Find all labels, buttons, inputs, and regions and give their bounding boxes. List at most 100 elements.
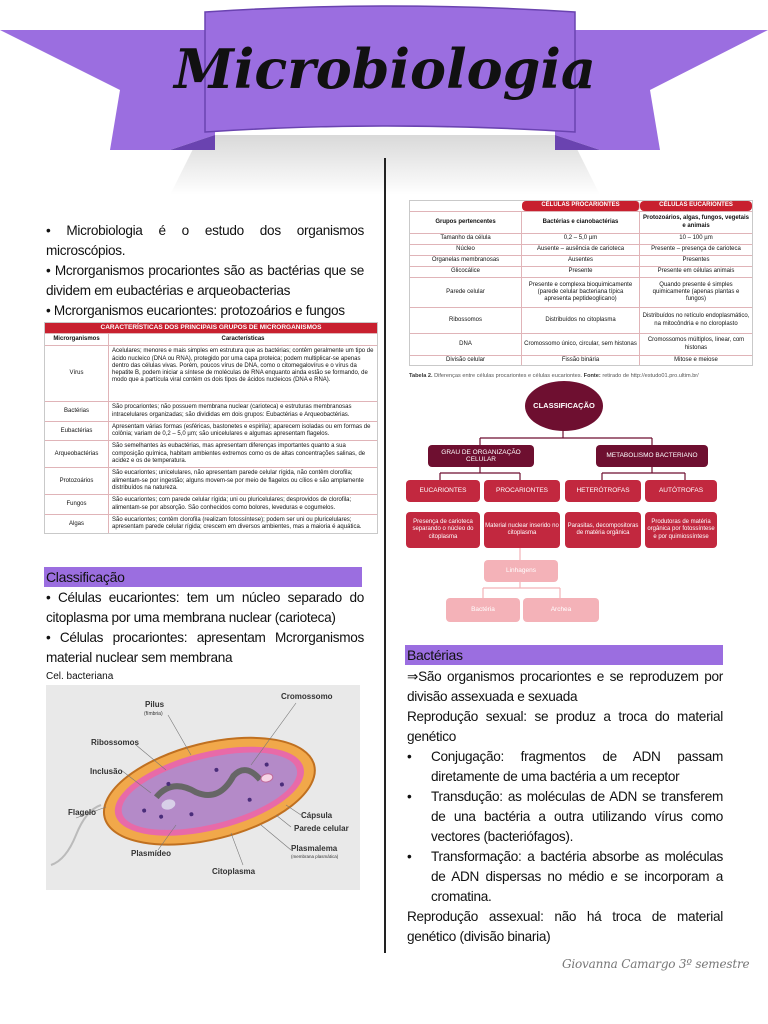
classificacao-line: • Células procariontes: apresentam Mcror… bbox=[46, 630, 364, 665]
table-caption: Tabela 2. Diferenças entre células proca… bbox=[409, 373, 699, 379]
page-title: Microbiologia bbox=[172, 37, 596, 101]
row-name: Fungos bbox=[45, 495, 109, 514]
cell: Distribuídos no retículo endoplasmático,… bbox=[642, 313, 750, 327]
label-plasmideo: Plasmídeo bbox=[131, 849, 171, 858]
author-signature: Giovanna Camargo 3º semestre bbox=[562, 957, 750, 971]
diagram-node-metabolismo: METABOLISMO BACTERIANO bbox=[596, 445, 708, 467]
table-row: Protozoários São eucariontes; unicelular… bbox=[45, 467, 377, 495]
table-row: Parede celular Presente e complexa bioqu… bbox=[410, 277, 752, 307]
table-title: CARACTERÍSTICAS DOS PRINCIPAIS GRUPOS DE… bbox=[45, 323, 377, 333]
label-flagelo: Flagelo bbox=[68, 808, 96, 817]
table-row: Vírus Acelulares; menores e mais simples… bbox=[45, 345, 377, 402]
table-row: Grupos pertencentes Bactérias e cianobac… bbox=[410, 211, 752, 233]
intro-text: • Microbiologia é o estudo dos organismo… bbox=[46, 221, 364, 321]
table-header-row: Microrganismos Características bbox=[45, 333, 377, 346]
row-desc: São procariontes; não possuem membrana n… bbox=[112, 404, 352, 418]
diagram-node-autotrofas: AUTÓTROFAS bbox=[645, 480, 717, 502]
row-desc: São eucariontes; com parede celular rígi… bbox=[112, 497, 352, 511]
diagram-desc-autotrofas: Produtoras de matéria orgânica por fotos… bbox=[645, 512, 717, 548]
cell: Quando presente é simples quimicamente (… bbox=[652, 281, 740, 303]
row-name: Vírus bbox=[45, 346, 109, 402]
cell: 10 – 100 µm bbox=[679, 235, 713, 242]
diagram-node-procariontes: PROCARIONTES bbox=[484, 480, 560, 502]
diagram-node-eucariontes: EUCARIONTES bbox=[406, 480, 480, 502]
row-label: DNA bbox=[410, 334, 522, 355]
diagram-node-grau: GRAU DE ORGANIZAÇÃO CELULAR bbox=[428, 445, 534, 467]
cell: Protozoários, algas, fungos, vegetais e … bbox=[642, 215, 750, 229]
cell: Bactérias e cianobactérias bbox=[522, 212, 640, 233]
row-name: Algas bbox=[45, 514, 109, 534]
diagram-desc-eucariontes: Presença de carioteca separando o núcleo… bbox=[406, 512, 480, 548]
row-desc: Acelulares; menores e mais simples em es… bbox=[112, 348, 374, 384]
title-banner: Microbiologia bbox=[0, 5, 768, 195]
label-cromossomo: Cromossomo bbox=[281, 692, 333, 701]
table-row: Bactérias São procariontes; não possuem … bbox=[45, 401, 377, 421]
bacterias-bullet: Conjugação: fragmentos de ADN passam dir… bbox=[407, 747, 723, 787]
cell: Cromossomos múltiplos, linear, com histo… bbox=[647, 337, 745, 351]
row-name: Protozoários bbox=[45, 468, 109, 495]
bacterias-text: ⇒São organismos procariontes e se reprod… bbox=[407, 667, 723, 947]
table-row: Tamanho da célula 0,2 – 5,0 µm 10 – 100 … bbox=[410, 233, 752, 244]
cell: Mitose e meiose bbox=[674, 356, 718, 363]
cell: Presente e complexa bioquimicamente (par… bbox=[522, 278, 640, 307]
bacterias-sexual: Reprodução sexual: se produz a troca do … bbox=[407, 709, 723, 744]
diagram-node-linhagens: Linhagens bbox=[484, 560, 558, 582]
table-row: Organelas membranosas Ausentes Presentes bbox=[410, 255, 752, 266]
intro-line: • Mcrorganismos eucariontes: protozoário… bbox=[46, 303, 345, 318]
row-desc: São eucariontes; unicelulares, não apres… bbox=[112, 470, 364, 491]
table-row: Arqueobactérias São semelhantes às eubac… bbox=[45, 440, 377, 468]
table-row: DNA Cromossomo único, circular, sem hist… bbox=[410, 333, 752, 355]
diagram-node-archea: Archea bbox=[523, 598, 599, 622]
column-header: CÉLULAS EUCARIONTES bbox=[640, 201, 752, 211]
bacterias-intro: ⇒São organismos procariontes e se reprod… bbox=[407, 669, 723, 704]
row-label: Glicocálice bbox=[410, 267, 522, 277]
intro-line: • Microbiologia é o estudo dos organismo… bbox=[46, 223, 364, 258]
column-header: Microrganismos bbox=[45, 334, 109, 346]
row-label: Núcleo bbox=[410, 245, 522, 255]
row-label: Divisão celular bbox=[410, 356, 522, 365]
cell: Ausentes bbox=[522, 256, 640, 266]
diagram-desc-heterotrofas: Parasitas, decompositoras de matéria org… bbox=[565, 512, 641, 548]
label-pilus: Pilus bbox=[145, 700, 165, 709]
label-plasmalema: Plasmalema bbox=[291, 844, 338, 853]
caption-label: Tabela 2. bbox=[409, 373, 433, 379]
diagram-node-bacteria: Bactéria bbox=[446, 598, 520, 622]
label-pilus-sub: (fímbria) bbox=[144, 711, 163, 717]
bacterias-bullet: Transformação: a bactéria absorbe as mol… bbox=[407, 847, 723, 907]
bacterias-asexual: Reprodução assexual: não há troca de mat… bbox=[407, 909, 723, 944]
bacterias-header: Bactérias bbox=[405, 645, 723, 665]
bacterias-bullet: Transdução: as moléculas de ADN se trans… bbox=[407, 787, 723, 847]
cell: Presente em células animais bbox=[657, 268, 735, 275]
cell: Cromossomo único, circular, sem histonas bbox=[522, 334, 640, 355]
table-row: Fungos São eucariontes; com parede celul… bbox=[45, 494, 377, 514]
classificacao-line: • Células eucariontes: tem um núcleo sep… bbox=[46, 590, 364, 625]
row-desc: São semelhantes às eubactérias, mas apre… bbox=[112, 443, 366, 465]
cell: Ausente – ausência de carioteca bbox=[522, 245, 640, 255]
row-name: Eubactérias bbox=[45, 421, 109, 441]
classificacao-text: • Células eucariontes: tem um núcleo sep… bbox=[46, 588, 364, 668]
row-desc: Apresentam várias formas (esféricas, bas… bbox=[112, 423, 371, 438]
diagram-root: CLASSIFICAÇÃO bbox=[525, 381, 603, 431]
column-divider bbox=[384, 158, 386, 953]
cell: Presente bbox=[522, 267, 640, 277]
diagram-desc-procariontes: Material nuclear inserido no citoplasma bbox=[484, 512, 560, 548]
intro-line: • Mcrorganismos procariontes são as bact… bbox=[46, 263, 364, 298]
row-label: Organelas membranosas bbox=[410, 256, 522, 266]
column-header: CÉLULAS PROCARIONTES bbox=[522, 201, 640, 211]
row-label: Grupos pertencentes bbox=[410, 212, 522, 233]
row-name: Bactérias bbox=[45, 402, 109, 421]
caption-text: Diferenças entre células procariontes e … bbox=[434, 373, 583, 379]
column-header: Características bbox=[221, 336, 265, 342]
cell: Fissão binária bbox=[522, 356, 640, 365]
row-name: Arqueobactérias bbox=[45, 441, 109, 468]
cell-comparison-table: CÉLULAS PROCARIONTES CÉLULAS EUCARIONTES… bbox=[409, 200, 753, 366]
label-plasmalema-sub: (membrana plasmática) bbox=[291, 854, 339, 859]
caption-source: retirado de http://estudo01.pro.ultim.br… bbox=[602, 373, 699, 379]
bacterial-cell-illustration: Pilus (fímbria) Cromossomo Ribossomos In… bbox=[46, 685, 360, 890]
row-desc: São eucariontes; contêm clorofila (reali… bbox=[112, 516, 362, 531]
caption-source-label: Fonte: bbox=[583, 373, 601, 379]
label-parede: Parede celular bbox=[294, 824, 349, 833]
label-citoplasma: Citoplasma bbox=[212, 867, 256, 876]
table-row: Ribossomos Distribuídos no citoplasma Di… bbox=[410, 307, 752, 333]
banner-left-tail bbox=[0, 30, 215, 150]
